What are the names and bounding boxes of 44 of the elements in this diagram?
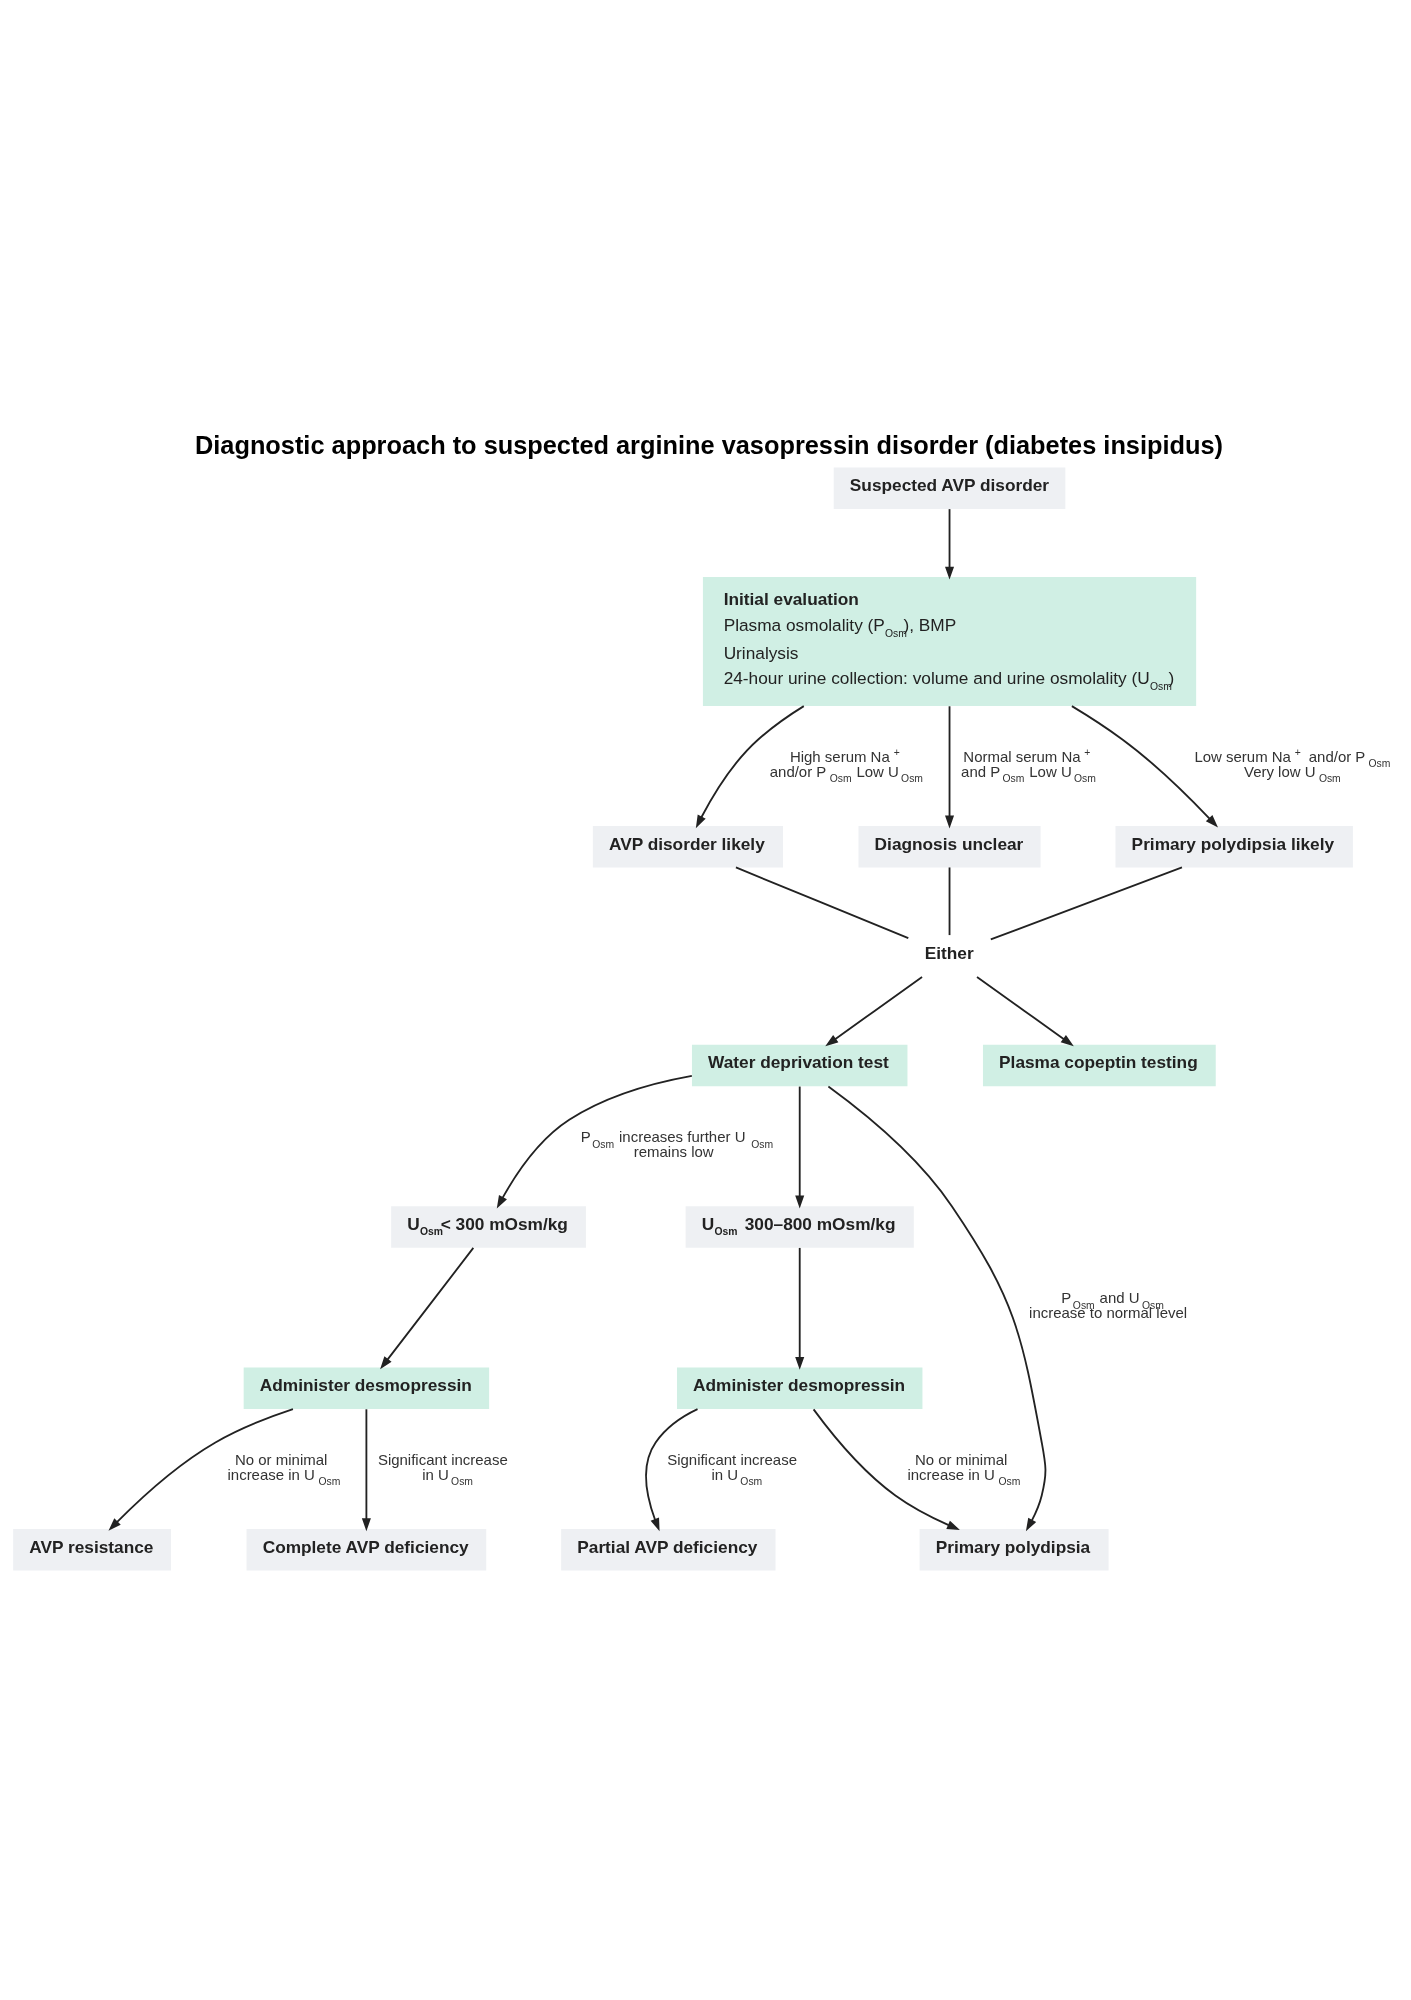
node-box: Plasma copeptin testing bbox=[982, 1044, 1216, 1086]
node-box: Administer desmopressin bbox=[243, 1367, 490, 1409]
edge-label: Normal serum Na$^{+}$ and P$_{Osm}$ Low U$_{Osm}$ bbox=[961, 746, 1096, 784]
connector bbox=[989, 866, 1183, 940]
arrow bbox=[827, 1085, 1047, 1531]
node-box: U$_{Osm}$< 300 mOsm/kg bbox=[391, 1205, 586, 1248]
edge-label: P$_{Osm}$ increases further U$_{Osm}$ remains low bbox=[580, 1127, 774, 1160]
arrow bbox=[361, 1407, 371, 1531]
arrow bbox=[812, 1407, 960, 1530]
edge-label: No or minimal increase in U$_{Osm}$ bbox=[907, 1450, 1021, 1487]
edge-label: P$_{Osm}$ and U$_{Osm}$ increase to normal level bbox=[1029, 1288, 1188, 1321]
connector bbox=[735, 866, 910, 939]
arrow bbox=[695, 704, 805, 828]
arrow bbox=[1070, 704, 1218, 828]
node-text: Either bbox=[924, 942, 974, 963]
node-box: AVP resistance bbox=[13, 1528, 172, 1570]
connector bbox=[948, 866, 951, 936]
edge-label: No or minimal increase in U$_{Osm}$ bbox=[227, 1450, 341, 1487]
node-box: U$_{Osm}$ 300–800 mOsm/kg bbox=[685, 1205, 914, 1248]
node-box: Partial AVP deficiency bbox=[561, 1528, 776, 1570]
diagram-title: Diagnostic approach to suspected arginine vasopressin disorder (diabetes insipidus) bbox=[194, 430, 1224, 459]
arrow bbox=[945, 704, 955, 828]
arrow bbox=[976, 975, 1074, 1046]
edge-label: Significant increase in U$_{Osm}$ bbox=[377, 1450, 508, 1487]
arrow bbox=[380, 1246, 475, 1369]
node-box: AVP disorder likely bbox=[592, 825, 783, 867]
node-box: Suspected AVP disorder bbox=[833, 467, 1066, 509]
node-box: Primary polydipsia likely bbox=[1115, 825, 1353, 867]
arrow bbox=[825, 975, 923, 1046]
arrow bbox=[108, 1407, 294, 1531]
node-box: Administer desmopressin bbox=[677, 1367, 923, 1409]
node-box: Water deprivation test bbox=[691, 1044, 908, 1086]
arrow bbox=[645, 1407, 699, 1531]
edge-label: High serum Na$^{+}$ and/or P$_{Osm}$ Low U$_{Osm}$ bbox=[769, 746, 923, 784]
arrow bbox=[795, 1246, 805, 1370]
arrow bbox=[945, 507, 955, 580]
node-box: Primary polydipsia bbox=[919, 1528, 1109, 1570]
edge-label: Significant increase in U$_{Osm}$ bbox=[667, 1450, 797, 1487]
edge-label: Low serum Na$^{+}$ and/or P$_{Osm}$ Very low U$_{Osm}$ bbox=[1194, 746, 1391, 784]
node-box: Diagnosis unclear bbox=[858, 825, 1041, 867]
arrow bbox=[496, 1074, 693, 1208]
node-box: Complete AVP deficiency bbox=[246, 1528, 487, 1570]
node-box: Initial evaluation Plasma osmolality (P$_{Osm}$), BMP Urinalysis 24-hour urine collection: volume and urine osmolality (U$_{Osm}$) bbox=[702, 576, 1197, 706]
arrow bbox=[795, 1085, 805, 1208]
